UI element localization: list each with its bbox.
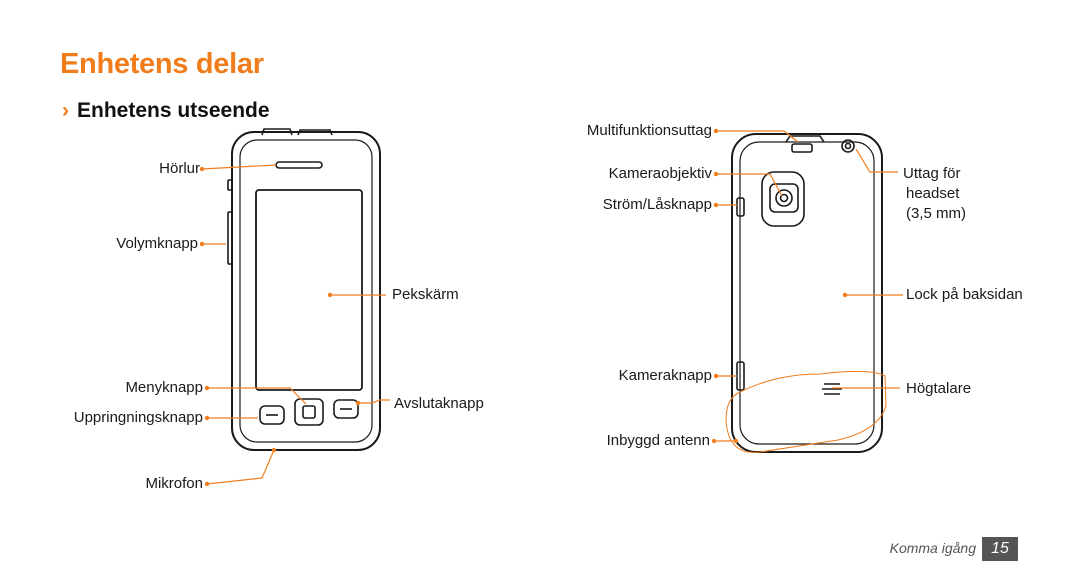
phone-front xyxy=(227,128,381,451)
label-lock-baksidan: Lock på baksidan xyxy=(906,286,1023,303)
label-avslutaknapp: Avslutaknapp xyxy=(394,395,484,412)
call-key xyxy=(259,405,285,425)
phone-back xyxy=(731,133,883,453)
label-menyknapp: Menyknapp xyxy=(125,379,203,396)
label-kameraobjektiv: Kameraobjektiv xyxy=(608,165,712,182)
menu-key xyxy=(294,398,324,426)
label-volymknapp: Volymknapp xyxy=(116,235,198,252)
footer-section: Komma igång xyxy=(889,540,976,556)
label-strom-lasknapp: Ström/Låsknapp xyxy=(602,196,712,213)
chevron-icon: › xyxy=(62,99,69,122)
section-subtitle: › Enhetens utseende xyxy=(62,99,270,123)
page-title: Enhetens delar xyxy=(60,48,264,80)
label-hogtalare: Högtalare xyxy=(906,380,972,397)
camera-module xyxy=(761,171,805,227)
label-multifunktionsuttag: Multifunktionsuttag xyxy=(586,122,712,139)
label-uppringningsknapp: Uppringningsknapp xyxy=(73,409,203,426)
label-kameraknapp: Kameraknapp xyxy=(618,367,712,384)
label-uttag-for: Uttag för xyxy=(903,165,961,182)
label-headset: headset xyxy=(906,185,960,202)
leader-lines xyxy=(201,130,903,485)
label-horlur: Hörlur xyxy=(159,160,200,177)
earpiece-grille xyxy=(275,161,323,169)
label-mm: (3,5 mm) xyxy=(906,205,966,222)
speaker-grille xyxy=(822,383,842,395)
label-mikrofon: Mikrofon xyxy=(145,475,203,492)
label-pekskarm: Pekskärm xyxy=(392,286,459,303)
subtitle-text: Enhetens utseende xyxy=(77,99,270,122)
leader-dots xyxy=(199,128,848,487)
label-inbyggd-antenn: Inbyggd antenn xyxy=(606,432,710,449)
page-number: 15 xyxy=(982,537,1018,561)
end-key xyxy=(333,399,359,419)
front-screen xyxy=(255,189,363,391)
